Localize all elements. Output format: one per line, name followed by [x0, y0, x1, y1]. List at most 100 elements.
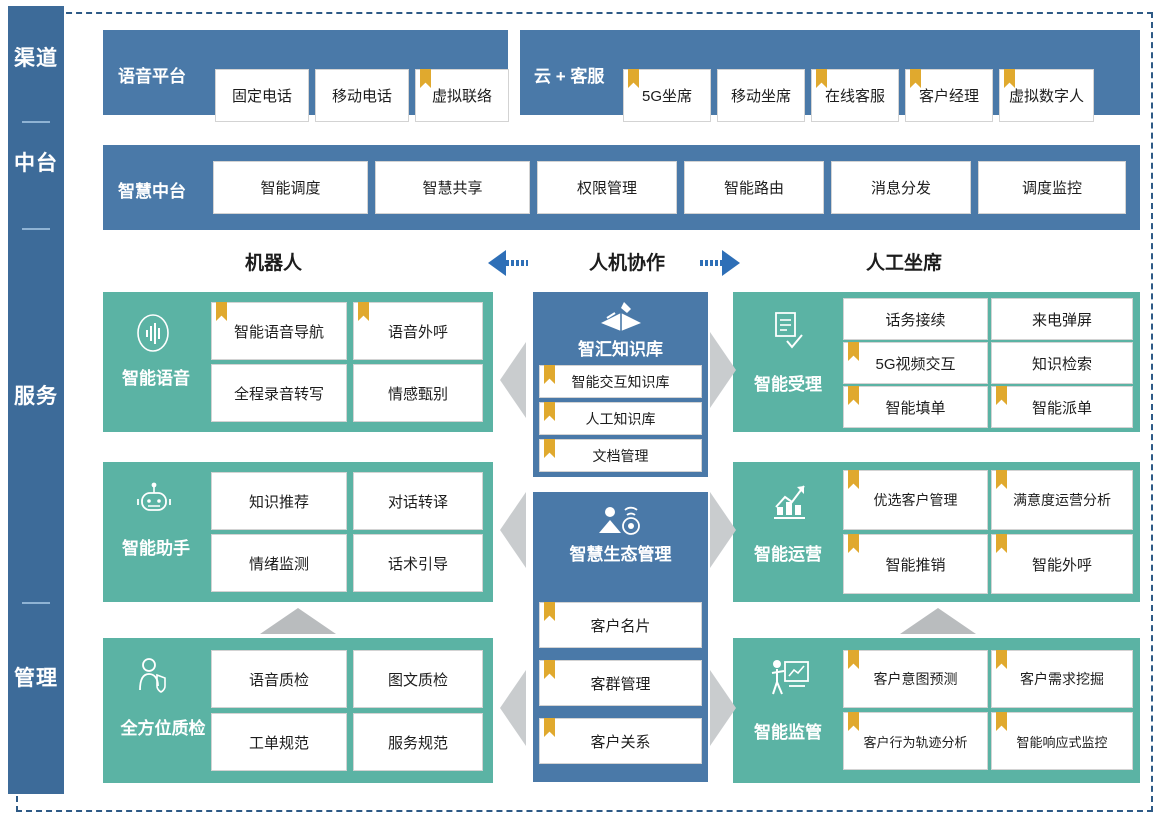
role-title-robot: 机器人 [245, 253, 303, 274]
feature-chip[interactable]: 客户意图预测 [843, 650, 988, 708]
center-panel-knowledge-base: 智汇知识库 智能交互知识库 人工知识库 文档管理 [533, 292, 708, 477]
group-panel-smart-voice: 智能语音 智能语音导航 语音外呼 全程录音转写 情感甄别 [103, 292, 493, 432]
middle-chip[interactable]: 调度监控 [978, 161, 1126, 214]
middle-chip[interactable]: 权限管理 [537, 161, 677, 214]
rail-separator-1 [22, 121, 50, 123]
chip-label: 语音外呼 [387, 323, 448, 341]
center-chip[interactable]: 智能交互知识库 [539, 365, 702, 398]
channel-chip[interactable]: 移动坐席 [717, 69, 805, 122]
channel-group-title: 云 + 客服 [534, 67, 605, 86]
feature-chip[interactable]: 全程录音转写 [211, 364, 347, 422]
chip-label: 5G坐席 [641, 88, 692, 105]
channel-chip[interactable]: 客户经理 [905, 69, 993, 122]
feature-chip[interactable]: 知识推荐 [211, 472, 347, 530]
bookmark-ribbon-icon [544, 365, 555, 384]
center-chip[interactable]: 客户关系 [539, 718, 702, 764]
feature-chip[interactable]: 5G视频交互 [843, 342, 988, 384]
feature-chip[interactable]: 图文质检 [353, 650, 483, 708]
center-chip[interactable]: 客户名片 [539, 602, 702, 648]
channel-chip[interactable]: 移动电话 [315, 69, 409, 122]
feature-chip[interactable]: 智能填单 [843, 386, 988, 428]
feature-chip[interactable]: 来电弹屏 [991, 298, 1133, 340]
chip-label: 虚拟数字人 [1008, 88, 1084, 105]
bookmark-ribbon-icon [996, 386, 1007, 405]
feature-chip[interactable]: 语音外呼 [353, 302, 483, 360]
feature-chip[interactable]: 对话转译 [353, 472, 483, 530]
chip-label: 5G视频交互 [875, 355, 956, 373]
center-chip[interactable]: 人工知识库 [539, 402, 702, 435]
chip-label: 文档管理 [592, 447, 649, 464]
presenter-board-icon [769, 656, 811, 700]
bookmark-ribbon-icon [544, 439, 555, 458]
chip-label: 情绪监测 [248, 555, 309, 573]
feature-chip[interactable]: 话术引导 [353, 534, 483, 592]
triangle-up-icon-left [260, 608, 336, 634]
chip-label: 客户经理 [918, 88, 979, 105]
chip-label: 客户意图预测 [873, 671, 958, 687]
group-panel-smart-operation: 智能运营 优选客户管理 满意度运营分析 智能推销 智能外呼 [733, 462, 1140, 602]
open-book-icon [595, 300, 647, 334]
bookmark-ribbon-icon [910, 69, 921, 88]
channel-chip[interactable]: 虚拟数字人 [999, 69, 1094, 122]
chip-label: 智能外呼 [1031, 556, 1092, 574]
robot-icon [134, 480, 174, 522]
feature-chip[interactable]: 情感甄别 [353, 364, 483, 422]
center-group-label-knowledge-base: 智汇知识库 [578, 340, 663, 359]
channel-chip[interactable]: 在线客服 [811, 69, 899, 122]
feature-chip[interactable]: 工单规范 [211, 713, 347, 771]
middle-chip[interactable]: 智慧共享 [375, 161, 530, 214]
bookmark-ribbon-icon [848, 386, 859, 405]
feature-chip[interactable]: 知识检索 [991, 342, 1133, 384]
chip-label: 话术引导 [387, 555, 448, 573]
middle-chip[interactable]: 智能路由 [684, 161, 824, 214]
feature-chip[interactable]: 智能外呼 [991, 534, 1133, 594]
center-chip[interactable]: 客群管理 [539, 660, 702, 706]
feature-chip[interactable]: 智能语音导航 [211, 302, 347, 360]
rail-label-management: 管理 [14, 667, 58, 690]
chip-label: 全程录音转写 [233, 385, 324, 403]
feature-chip[interactable]: 智能响应式监控 [991, 712, 1133, 770]
document-check-icon [769, 309, 805, 353]
feature-chip[interactable]: 情绪监测 [211, 534, 347, 592]
bookmark-ribbon-icon [848, 712, 859, 731]
feature-chip[interactable]: 满意度运营分析 [991, 470, 1133, 530]
chip-label: 智能推销 [885, 556, 946, 574]
chip-label: 智慧共享 [422, 180, 483, 197]
chevron-left-icon [500, 342, 526, 418]
feature-chip[interactable]: 语音质检 [211, 650, 347, 708]
feature-chip[interactable]: 客户行为轨迹分析 [843, 712, 988, 770]
bookmark-ribbon-icon [848, 342, 859, 361]
channel-chip[interactable]: 虚拟联络 [415, 69, 509, 122]
feature-chip[interactable]: 智能派单 [991, 386, 1133, 428]
middle-chip[interactable]: 消息分发 [831, 161, 971, 214]
person-shield-icon [135, 656, 175, 700]
group-label-full-quality-check: 全方位质检 [120, 719, 206, 738]
chip-label: 客户名片 [590, 617, 651, 635]
arrow-tail-right [700, 260, 722, 266]
middle-chip[interactable]: 智能调度 [213, 161, 368, 214]
center-chip[interactable]: 文档管理 [539, 439, 702, 472]
feature-chip[interactable]: 客户需求挖掘 [991, 650, 1133, 708]
group-panel-smart-supervision: 智能监管 客户意图预测 客户需求挖掘 客户行为轨迹分析 智能响应式监控 [733, 638, 1140, 783]
feature-chip[interactable]: 话务接续 [843, 298, 988, 340]
chip-label: 工单规范 [248, 734, 309, 752]
chip-label: 智能调度 [260, 180, 321, 197]
layer-rail: 渠道 中台 服务 管理 [8, 6, 64, 794]
channel-chip[interactable]: 5G坐席 [623, 69, 711, 122]
center-group-label-ecosystem: 智慧生态管理 [569, 545, 672, 564]
channel-chip[interactable]: 固定电话 [215, 69, 309, 122]
role-title-human-agent: 人工坐席 [866, 253, 943, 274]
chip-label: 满意度运营分析 [1013, 492, 1111, 508]
feature-chip[interactable]: 优选客户管理 [843, 470, 988, 530]
group-label-smart-acceptance: 智能受理 [754, 375, 822, 394]
chip-label: 虚拟联络 [431, 88, 492, 105]
rail-separator-3 [22, 602, 50, 604]
rail-label-service: 服务 [14, 385, 58, 408]
group-panel-smart-acceptance: 智能受理 话务接续 来电弹屏 5G视频交互 知识检索 智能填单 智能派单 [733, 292, 1140, 432]
group-label-smart-voice: 智能语音 [122, 369, 190, 388]
feature-chip[interactable]: 智能推销 [843, 534, 988, 594]
voice-wave-icon [132, 312, 174, 354]
bookmark-ribbon-icon [1004, 69, 1015, 88]
chevron-right-icon [710, 670, 736, 746]
feature-chip[interactable]: 服务规范 [353, 713, 483, 771]
